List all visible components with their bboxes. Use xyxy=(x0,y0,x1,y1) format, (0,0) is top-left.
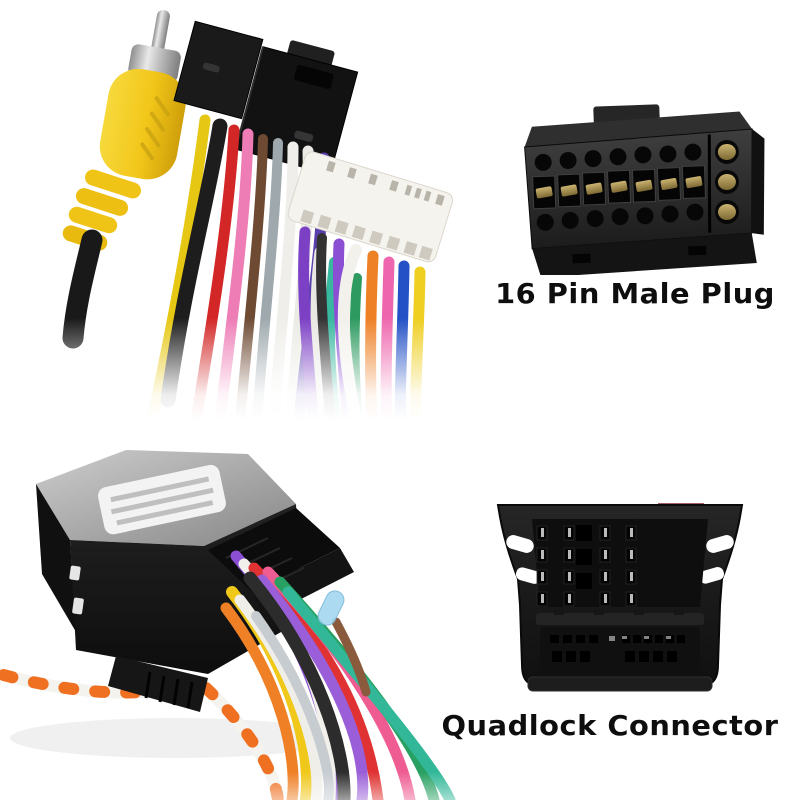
quadlock-connector xyxy=(496,503,744,692)
rca-body xyxy=(99,68,186,180)
rca-tip-pin xyxy=(150,10,170,58)
box-clip xyxy=(72,597,84,615)
male-plug-caption: 16 Pin Male Plug xyxy=(495,277,775,310)
male-plug-base xyxy=(532,233,757,275)
crimp-terminal xyxy=(317,590,345,626)
white-connector-crimps xyxy=(326,160,445,206)
male-plug-side-face xyxy=(751,129,765,235)
photo-fade xyxy=(0,318,460,420)
photo-fade xyxy=(0,772,460,800)
quadlock-bottom-lip xyxy=(527,676,713,692)
quadlock-recess xyxy=(532,519,708,607)
box-label xyxy=(97,464,226,535)
rca-body-grip-lines xyxy=(140,96,170,161)
male-plug-pin-grid xyxy=(532,143,707,231)
white-connector xyxy=(287,151,454,263)
quadlock-ledge xyxy=(536,613,704,625)
male-plug-photo xyxy=(524,104,765,275)
box-left-face xyxy=(36,484,76,632)
box-bottom-tab xyxy=(108,656,208,712)
male-plug-contacts xyxy=(535,176,703,199)
quadlock-caption: Quadlock Connector xyxy=(441,709,779,742)
box-clip xyxy=(69,565,81,581)
harness-photo xyxy=(0,10,460,420)
quadlock-pin-grid xyxy=(536,525,637,607)
iso-connector-slot xyxy=(202,62,220,73)
adapter-box xyxy=(36,450,354,674)
male-plug-top-face xyxy=(524,111,753,148)
quadlock-side-notches xyxy=(506,535,734,584)
male-plug xyxy=(524,104,765,275)
quadlock-connector-photo xyxy=(496,503,744,692)
wire-stripe xyxy=(0,668,202,699)
male-plug-power-section xyxy=(707,134,739,233)
wire xyxy=(331,617,371,697)
white-connector-slots xyxy=(300,209,433,261)
quadlock-lower-slots xyxy=(540,627,700,673)
pin-glints xyxy=(541,528,633,603)
quadlock-box-photo xyxy=(0,450,460,800)
